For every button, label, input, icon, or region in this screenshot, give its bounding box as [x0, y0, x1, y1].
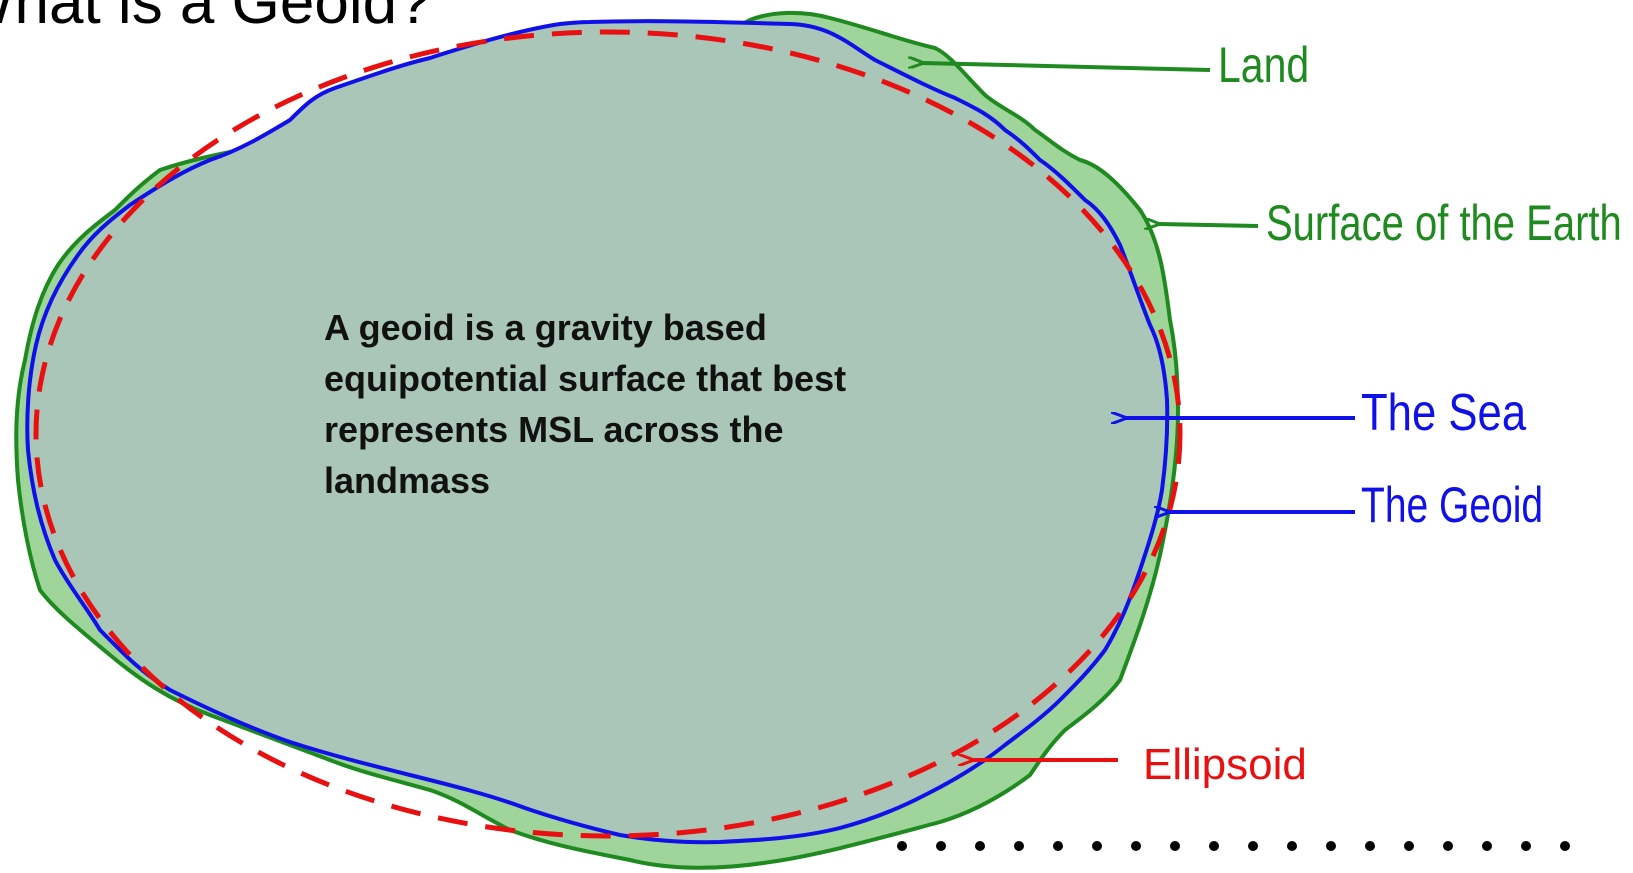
label-land: Land [1218, 37, 1310, 93]
label-ellipsoid: Ellipsoid [1143, 740, 1307, 789]
page-title: What is a Geoid? [0, 0, 432, 37]
dotted-line [897, 841, 1570, 851]
label-the-sea: The Sea [1361, 384, 1527, 442]
geoid-outline [25, 19, 1170, 845]
surface-arrow [1158, 224, 1259, 226]
label-surface-of-earth: Surface of the Earth [1266, 195, 1622, 251]
ellipsoid-outline [33, 29, 1183, 839]
label-the-geoid: The Geoid [1361, 477, 1544, 533]
land-arrow [922, 63, 1211, 72]
geoid-description: A geoid is a gravity based equipotential… [324, 307, 847, 501]
